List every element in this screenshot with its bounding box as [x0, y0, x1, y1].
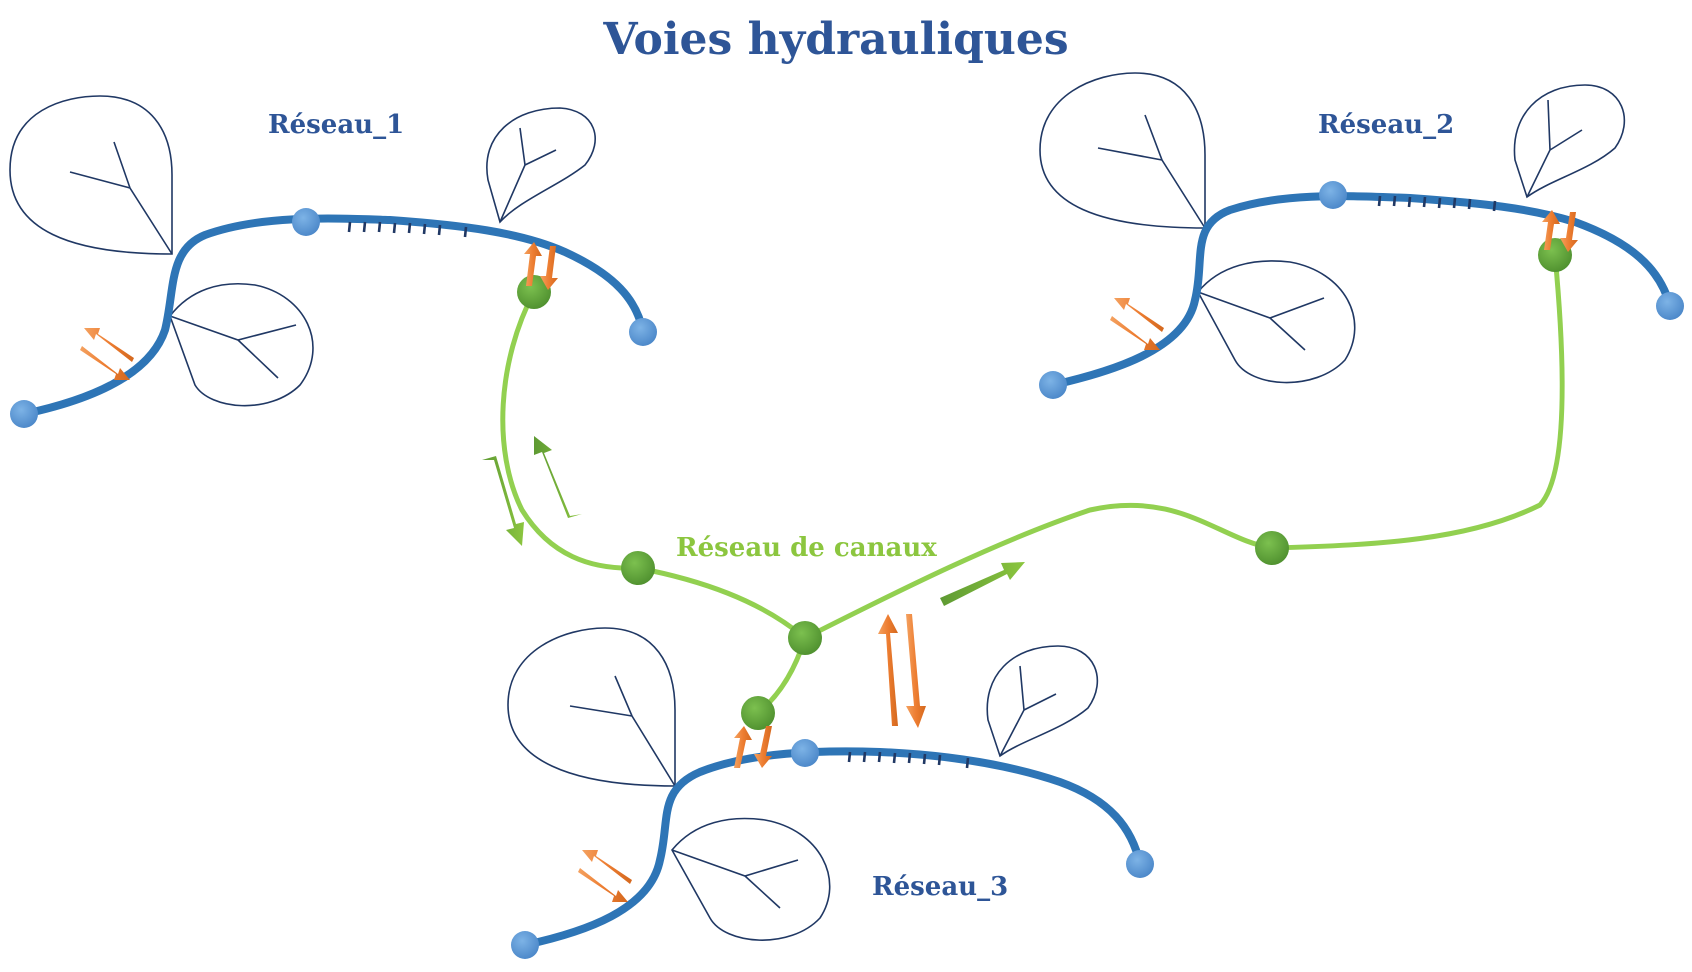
network-1-label: Réseau_1 — [268, 110, 404, 140]
watershed-leaf — [1513, 84, 1625, 199]
exchange-arrow — [582, 850, 632, 884]
river-node — [629, 318, 657, 346]
river-node — [292, 208, 320, 236]
exchange-arrow — [906, 614, 926, 728]
watershed-vein — [499, 127, 557, 223]
exchange-arrow — [878, 614, 898, 726]
exchange-arrow — [1114, 298, 1164, 332]
river-node — [791, 739, 819, 767]
network-2: Réseau_2 — [1039, 72, 1684, 399]
network-1: Réseau_1 — [9, 95, 657, 428]
junction-node — [741, 696, 775, 730]
gauge-ticks — [1377, 195, 1497, 212]
canal-network-label: Réseau de canaux — [676, 533, 937, 563]
watershed-vein — [999, 665, 1057, 757]
river-node — [1319, 181, 1347, 209]
canal-node — [788, 621, 822, 655]
watershed-leaf — [486, 107, 596, 224]
exchange-arrow — [734, 726, 752, 768]
gauge-ticks — [347, 221, 468, 238]
watershed-leaf — [1039, 72, 1206, 229]
canal-link-3 — [802, 502, 1275, 641]
watershed-leaf — [9, 95, 173, 255]
canal-node — [1255, 531, 1289, 565]
watershed-vein — [1197, 291, 1325, 351]
canal-network: Réseau de canaux — [500, 252, 1565, 716]
canal-flow-arrow — [482, 456, 524, 546]
network-3: Réseau_3 — [507, 627, 1154, 959]
exchange-arrow — [1542, 210, 1560, 250]
exchange-arrow — [84, 328, 134, 362]
river-node — [10, 400, 38, 428]
watershed-vein — [671, 849, 799, 909]
exchange-arrow — [578, 868, 628, 902]
watershed-leaf — [671, 817, 831, 941]
watershed-vein — [569, 675, 676, 787]
river-network-2 — [1049, 192, 1674, 389]
diagram-title: Voies hydrauliques — [602, 14, 1068, 65]
canal-link-1 — [500, 289, 641, 571]
exchange-arrow — [540, 246, 558, 290]
gauge-ticks — [847, 751, 970, 769]
junction-node — [517, 275, 551, 309]
canal-flow-arrow — [940, 562, 1025, 606]
river-network-1 — [20, 214, 647, 418]
river-node — [1656, 292, 1684, 320]
watershed-vein — [169, 315, 297, 379]
river-network-3 — [521, 747, 1144, 949]
exchange-arrow — [524, 242, 542, 286]
inter-network-arrows — [482, 436, 1025, 728]
watershed-vein — [1526, 99, 1583, 198]
watershed-leaf — [507, 627, 676, 787]
exchange-arrow — [754, 726, 772, 768]
watershed-vein — [1097, 114, 1206, 229]
canal-flow-arrow — [534, 436, 582, 518]
canal-link-2 — [635, 565, 808, 641]
watershed-vein — [69, 141, 173, 255]
river-node — [1039, 371, 1067, 399]
canal-node — [621, 551, 655, 585]
watershed-leaf — [986, 645, 1098, 758]
river-node — [511, 931, 539, 959]
watershed-leaf — [1197, 260, 1356, 384]
watershed-leaf — [169, 283, 314, 407]
exchange-arrow — [1110, 316, 1160, 350]
canal-link-4 — [1269, 252, 1565, 551]
network-3-label: Réseau_3 — [872, 872, 1008, 902]
river-node — [1126, 850, 1154, 878]
exchange-arrow — [1560, 212, 1578, 252]
network-2-label: Réseau_2 — [1318, 110, 1454, 140]
exchange-arrow — [80, 346, 130, 380]
